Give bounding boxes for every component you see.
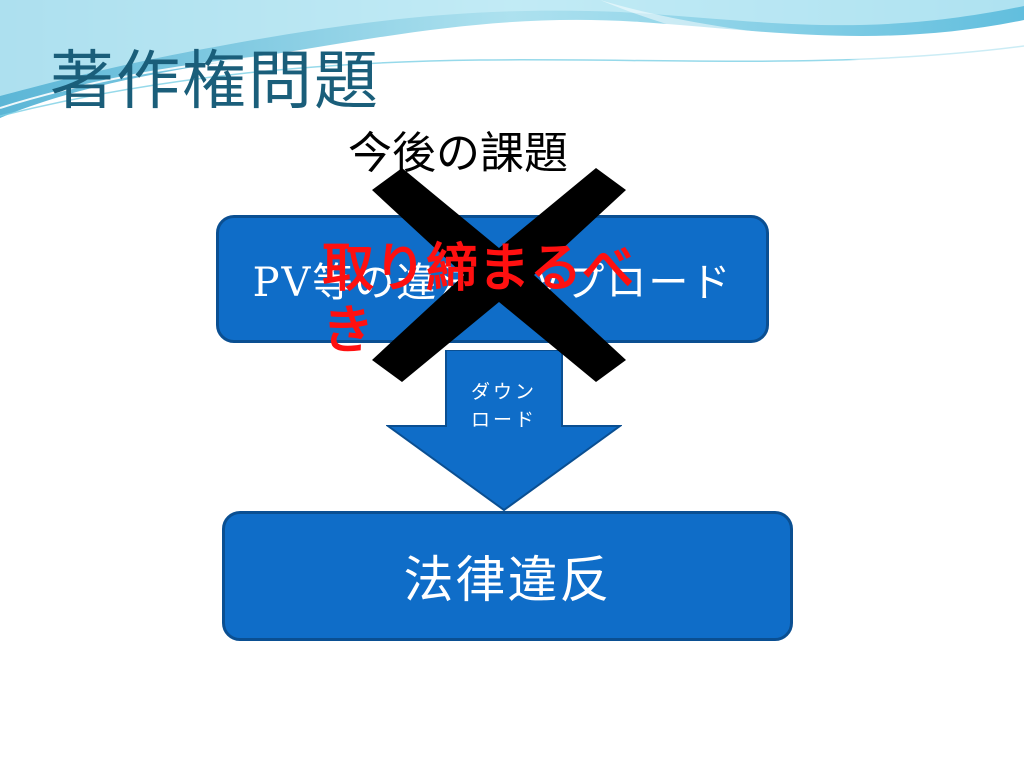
bottom-box-text: 法律違反	[403, 551, 612, 609]
down-arrow-icon	[386, 350, 622, 512]
header-wave-decoration	[0, 0, 1024, 118]
cross-mark-icon	[372, 168, 626, 382]
slide-title: 著作権問題	[50, 45, 380, 119]
overlay-red-text: 取り締まるべき	[322, 239, 635, 361]
arrow-label-line2: ロード	[470, 409, 537, 431]
arrow-label: ダウン ロード	[448, 378, 560, 434]
slide-subtitle: 今後の課題	[348, 128, 568, 179]
bottom-result-box: 法律違反	[222, 511, 793, 641]
arrow-label-line1: ダウン	[470, 381, 537, 403]
